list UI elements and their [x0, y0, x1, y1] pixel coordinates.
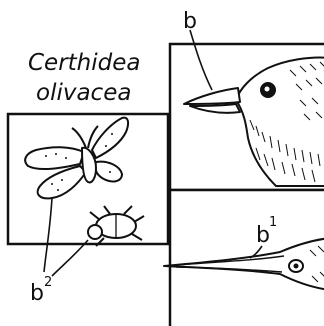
beak-label: b [183, 9, 197, 34]
beak-detail-label-sup: 1 [269, 215, 277, 230]
prey-label: b 2 [30, 275, 52, 306]
beak-detail-label-base: b [256, 223, 270, 248]
species-genus: Certhidea [28, 50, 141, 76]
prey-label-base: b [30, 281, 44, 306]
species-epithet: olivacea [36, 80, 131, 106]
prey-label-sup: 2 [44, 275, 52, 290]
